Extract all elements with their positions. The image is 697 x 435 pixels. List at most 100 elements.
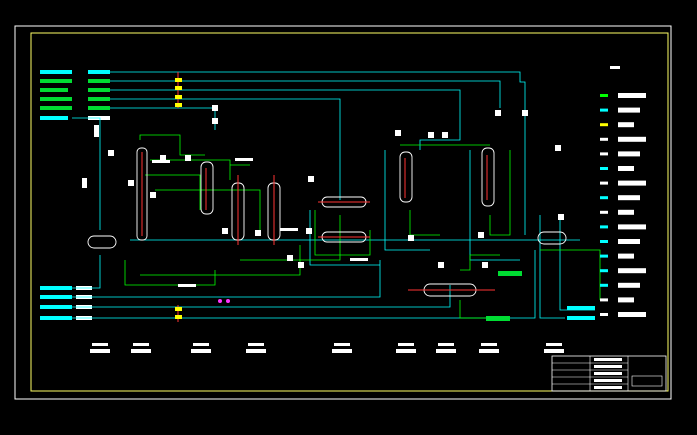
util-1: [139, 134, 205, 156]
legend-label-5: [618, 151, 640, 157]
inst-18: [442, 132, 448, 138]
inlet-tag-4: [88, 97, 110, 101]
legend-label-8: [618, 195, 640, 201]
line-out-2: [72, 260, 381, 298]
instruments: [82, 105, 564, 287]
util-14: [540, 249, 601, 300]
tag-id-6: [398, 343, 414, 346]
inlet-label-5: [40, 106, 72, 110]
column-c4: [399, 151, 413, 203]
tag-id-9: [546, 343, 562, 346]
legend-symbol-5: [600, 152, 608, 156]
line-right-1: [539, 215, 565, 319]
legend: [600, 66, 646, 317]
inst-14: [308, 176, 314, 182]
column-c5: [481, 147, 495, 207]
drum-d3: [537, 231, 567, 245]
right-stream-blocks: [486, 271, 595, 321]
tag-name-2: [131, 349, 151, 353]
stream-block-1: [498, 271, 522, 276]
outlet-stream-labels: [40, 286, 92, 320]
legend-label-1: [618, 93, 646, 98]
util-3: [145, 174, 201, 210]
tag-name-7: [436, 349, 456, 353]
legend-symbol-12: [600, 254, 608, 258]
legend-symbol-10: [600, 225, 608, 229]
legend-label-16: [618, 312, 646, 317]
line-top-1: [110, 71, 526, 235]
line-top-5: [110, 107, 216, 130]
line-out-1: [72, 255, 101, 289]
util-12: [460, 254, 500, 271]
tag-name-1: [90, 349, 110, 353]
util-13: [459, 300, 500, 319]
inst-5: [150, 192, 156, 198]
line-out-3: [72, 285, 451, 308]
inst-30: [350, 258, 368, 261]
stream-block-4: [567, 316, 595, 320]
marker-1: [218, 299, 222, 303]
legend-symbol-11: [600, 240, 608, 243]
valve-6: [175, 315, 182, 319]
tag-id-4: [248, 343, 264, 346]
tag-id-7: [438, 343, 454, 346]
valve-3: [175, 95, 182, 99]
inst-31: [280, 228, 298, 231]
inst-1: [94, 125, 99, 137]
stream-block-2: [486, 316, 510, 321]
inst-20: [522, 110, 528, 116]
line-top-2: [110, 80, 501, 108]
inst-16: [395, 130, 401, 136]
legend-heading: [610, 66, 620, 69]
outlet-label-3: [40, 305, 72, 309]
inst-2: [82, 178, 87, 188]
inlet-tag-1: [88, 70, 110, 74]
legend-symbol-4: [600, 137, 608, 141]
inst-9: [212, 118, 218, 124]
util-11: [489, 150, 511, 236]
util-5: [124, 260, 216, 286]
inlet-tag-3: [88, 88, 110, 92]
util-2: [150, 159, 231, 180]
legend-symbol-15: [600, 298, 608, 302]
inst-22: [438, 262, 444, 268]
outlet-label-2: [40, 295, 72, 299]
heaters: [141, 72, 495, 322]
line-mid-2: [384, 150, 430, 251]
inst-13: [298, 262, 304, 268]
inst-28: [235, 158, 253, 161]
legend-label-11: [618, 239, 640, 244]
title-block-text-1: [594, 358, 622, 361]
legend-symbol-6: [600, 167, 608, 170]
inlet-stream-labels: [40, 70, 110, 120]
inlet-label-3: [40, 88, 68, 92]
inst-8: [212, 105, 218, 111]
valve-5: [175, 307, 182, 311]
legend-symbol-1: [600, 94, 608, 97]
column-c1: [136, 147, 148, 241]
inner-border: [30, 32, 669, 392]
inst-23: [482, 262, 488, 268]
title-block-text-4: [594, 379, 622, 382]
inst-19: [495, 110, 501, 116]
tag-name-3: [191, 349, 211, 353]
outer-frame: [14, 25, 672, 400]
inst-17: [428, 132, 434, 138]
line-top-3: [110, 89, 461, 150]
inlet-label-2: [40, 79, 72, 83]
legend-label-4: [618, 136, 646, 142]
inst-7: [185, 155, 191, 161]
title-block-text-3: [594, 372, 622, 375]
legend-label-13: [618, 268, 646, 274]
tag-name-8: [479, 349, 499, 353]
legend-symbol-16: [600, 313, 608, 316]
stream-block-3: [567, 306, 595, 310]
legend-label-9: [618, 209, 634, 215]
inst-4: [128, 180, 134, 186]
legend-symbol-7: [600, 181, 608, 185]
process-lines: [72, 71, 595, 319]
legend-label-7: [618, 180, 646, 186]
inst-3: [108, 150, 114, 156]
equipment-tag-row: [90, 343, 564, 353]
magenta-markers: [218, 299, 230, 303]
